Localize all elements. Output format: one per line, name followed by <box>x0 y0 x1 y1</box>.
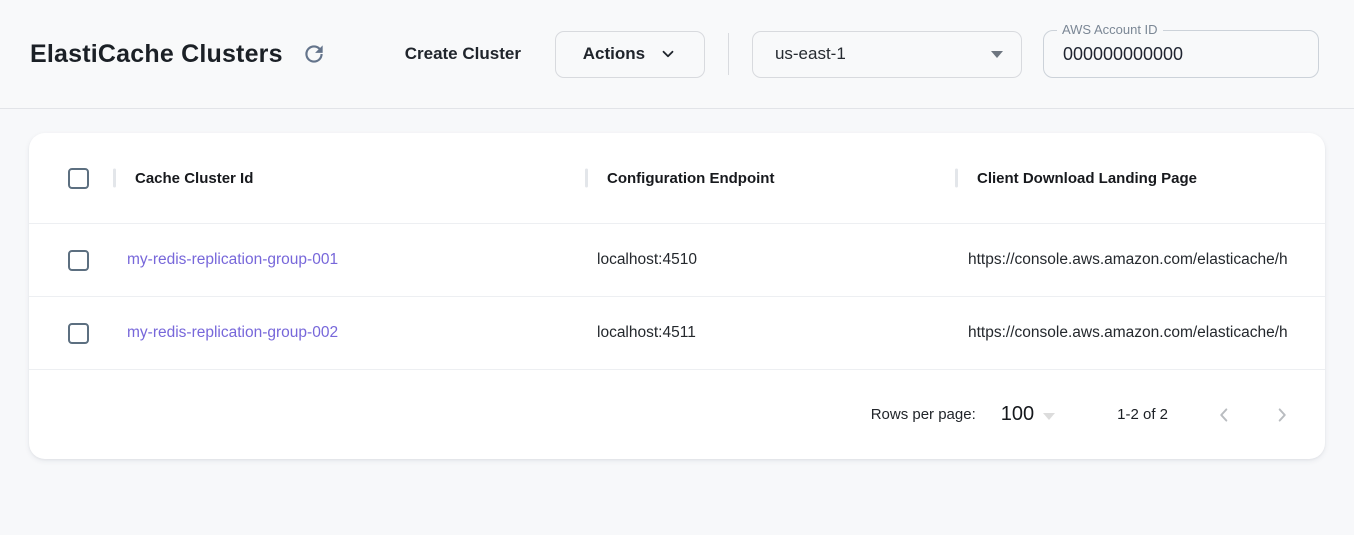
aws-account-id-field: AWS Account ID <box>1042 22 1319 78</box>
column-header-label: Configuration Endpoint <box>607 169 775 187</box>
cluster-link[interactable]: my-redis-replication-group-001 <box>127 251 339 268</box>
column-header-client-download-landing-page: Client Download Landing Page <box>955 133 1325 223</box>
chevron-left-icon <box>1213 404 1235 426</box>
create-cluster-button[interactable]: Create Cluster <box>404 44 521 63</box>
refresh-icon <box>301 41 327 67</box>
configuration-endpoint-cell: localhost:4510 <box>597 251 697 268</box>
region-selector[interactable]: us-east-1 <box>751 30 1022 78</box>
configuration-endpoint-cell: localhost:4511 <box>597 324 696 341</box>
cluster-link[interactable]: my-redis-replication-group-002 <box>127 324 339 341</box>
row-checkbox-cell <box>29 249 113 271</box>
chevron-right-icon <box>1271 404 1293 426</box>
column-header-configuration-endpoint: Configuration Endpoint <box>585 133 955 223</box>
rows-per-page-select[interactable]: 100 <box>1000 403 1056 426</box>
region-selected-value: us-east-1 <box>774 44 846 63</box>
actions-button[interactable]: Actions <box>554 30 705 78</box>
column-divider <box>955 168 958 188</box>
column-header-label: Client Download Landing Page <box>977 169 1198 187</box>
table-header-row: Cache Cluster Id Configuration Endpoint … <box>29 133 1325 224</box>
row-checkbox[interactable] <box>68 322 89 344</box>
table-pagination-footer: Rows per page: 100 1-2 of 2 <box>29 370 1325 459</box>
previous-page-button[interactable] <box>1211 402 1237 428</box>
column-header-cache-cluster-id: Cache Cluster Id <box>113 133 585 223</box>
actions-button-label: Actions <box>582 44 646 63</box>
row-checkbox[interactable] <box>68 249 89 271</box>
table-row: my-redis-replication-group-001 localhost… <box>29 224 1325 297</box>
caret-down-icon <box>990 50 1003 58</box>
column-divider <box>585 168 588 188</box>
aws-account-id-label: AWS Account ID <box>1056 22 1163 37</box>
select-all-checkbox[interactable] <box>68 167 89 189</box>
clusters-table-card: Cache Cluster Id Configuration Endpoint … <box>29 133 1325 459</box>
table-row: my-redis-replication-group-002 localhost… <box>29 297 1325 370</box>
client-download-landing-page-cell: https://console.aws.amazon.com/elasticac… <box>968 251 1288 268</box>
column-divider <box>113 168 116 188</box>
rows-per-page-value: 100 <box>1000 403 1035 425</box>
refresh-button[interactable] <box>299 39 329 69</box>
topbar-divider <box>727 33 729 75</box>
row-checkbox-cell <box>29 322 113 344</box>
pagination-range-label: 1-2 of 2 <box>1117 406 1168 423</box>
rows-per-page-label: Rows per page: <box>870 406 976 423</box>
caret-down-icon <box>1043 413 1056 420</box>
header-checkbox-cell <box>29 167 113 189</box>
cache-cluster-id-cell: my-redis-replication-group-001 <box>113 251 585 269</box>
chevron-down-icon <box>659 45 677 63</box>
page-title: ElastiCache Clusters <box>30 39 283 68</box>
aws-account-id-input[interactable] <box>1043 31 1318 77</box>
client-download-landing-page-cell: https://console.aws.amazon.com/elasticac… <box>968 324 1288 341</box>
next-page-button[interactable] <box>1269 402 1295 428</box>
column-header-label: Cache Cluster Id <box>135 169 254 187</box>
top-bar: ElastiCache Clusters Create Cluster Acti… <box>0 0 1354 109</box>
cache-cluster-id-cell: my-redis-replication-group-002 <box>113 324 585 342</box>
